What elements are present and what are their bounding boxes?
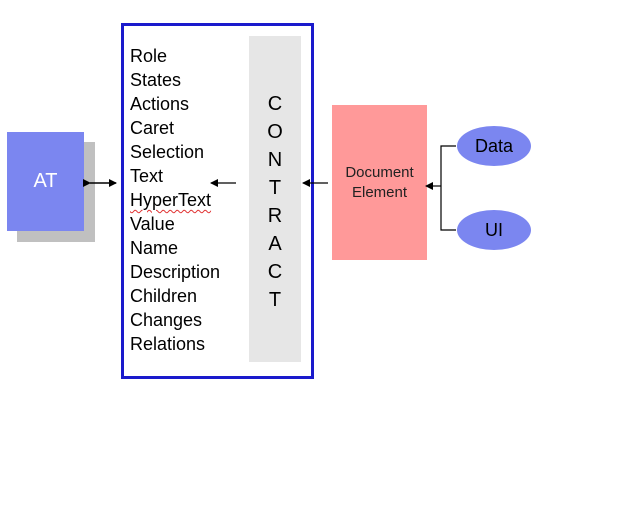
document-element-label: Document Element [345, 163, 413, 203]
attribute-children: Children [130, 286, 198, 306]
attribute-actions: Actions [130, 94, 190, 114]
attribute-text: Text [130, 166, 164, 186]
contract-band [249, 36, 301, 362]
ui-label: UI [485, 219, 503, 240]
ui-ellipse: UI [457, 210, 531, 250]
data-label: Data [474, 135, 514, 156]
attribute-caret: Caret [130, 118, 175, 138]
contract-letter: T [268, 177, 282, 199]
sources-bracket [440, 145, 456, 231]
attribute-role: Role [130, 46, 168, 66]
contract-letter: A [268, 233, 282, 255]
attribute-hypertext: HyperText [130, 190, 212, 210]
attribute-name: Name [130, 238, 179, 258]
document-element-line1: Document [345, 163, 414, 181]
contract-letter: C [267, 93, 283, 115]
contract-letter: C [267, 261, 283, 283]
attribute-relations: Relations [130, 334, 206, 354]
contract-panel [121, 23, 314, 379]
attribute-value: Value [130, 214, 175, 234]
attribute-description: Description [130, 262, 221, 282]
contract-letter: O [267, 121, 283, 143]
contract-letter: R [267, 205, 283, 227]
contract-letter: N [267, 149, 283, 171]
attribute-states: States [130, 70, 182, 90]
at-label: AT [33, 170, 58, 192]
document-element-box: Document Element [332, 105, 427, 260]
contract-vertical-label: C O N T R A C T [249, 90, 301, 314]
attribute-changes: Changes [130, 310, 203, 330]
at-box: AT [7, 132, 84, 231]
attribute-selection: Selection [130, 142, 205, 162]
contract-letter: T [268, 289, 282, 311]
attribute-list: Role States Actions Caret Selection Text… [130, 44, 220, 356]
document-element-line2: Element [351, 183, 408, 201]
data-ellipse: Data [457, 126, 531, 166]
